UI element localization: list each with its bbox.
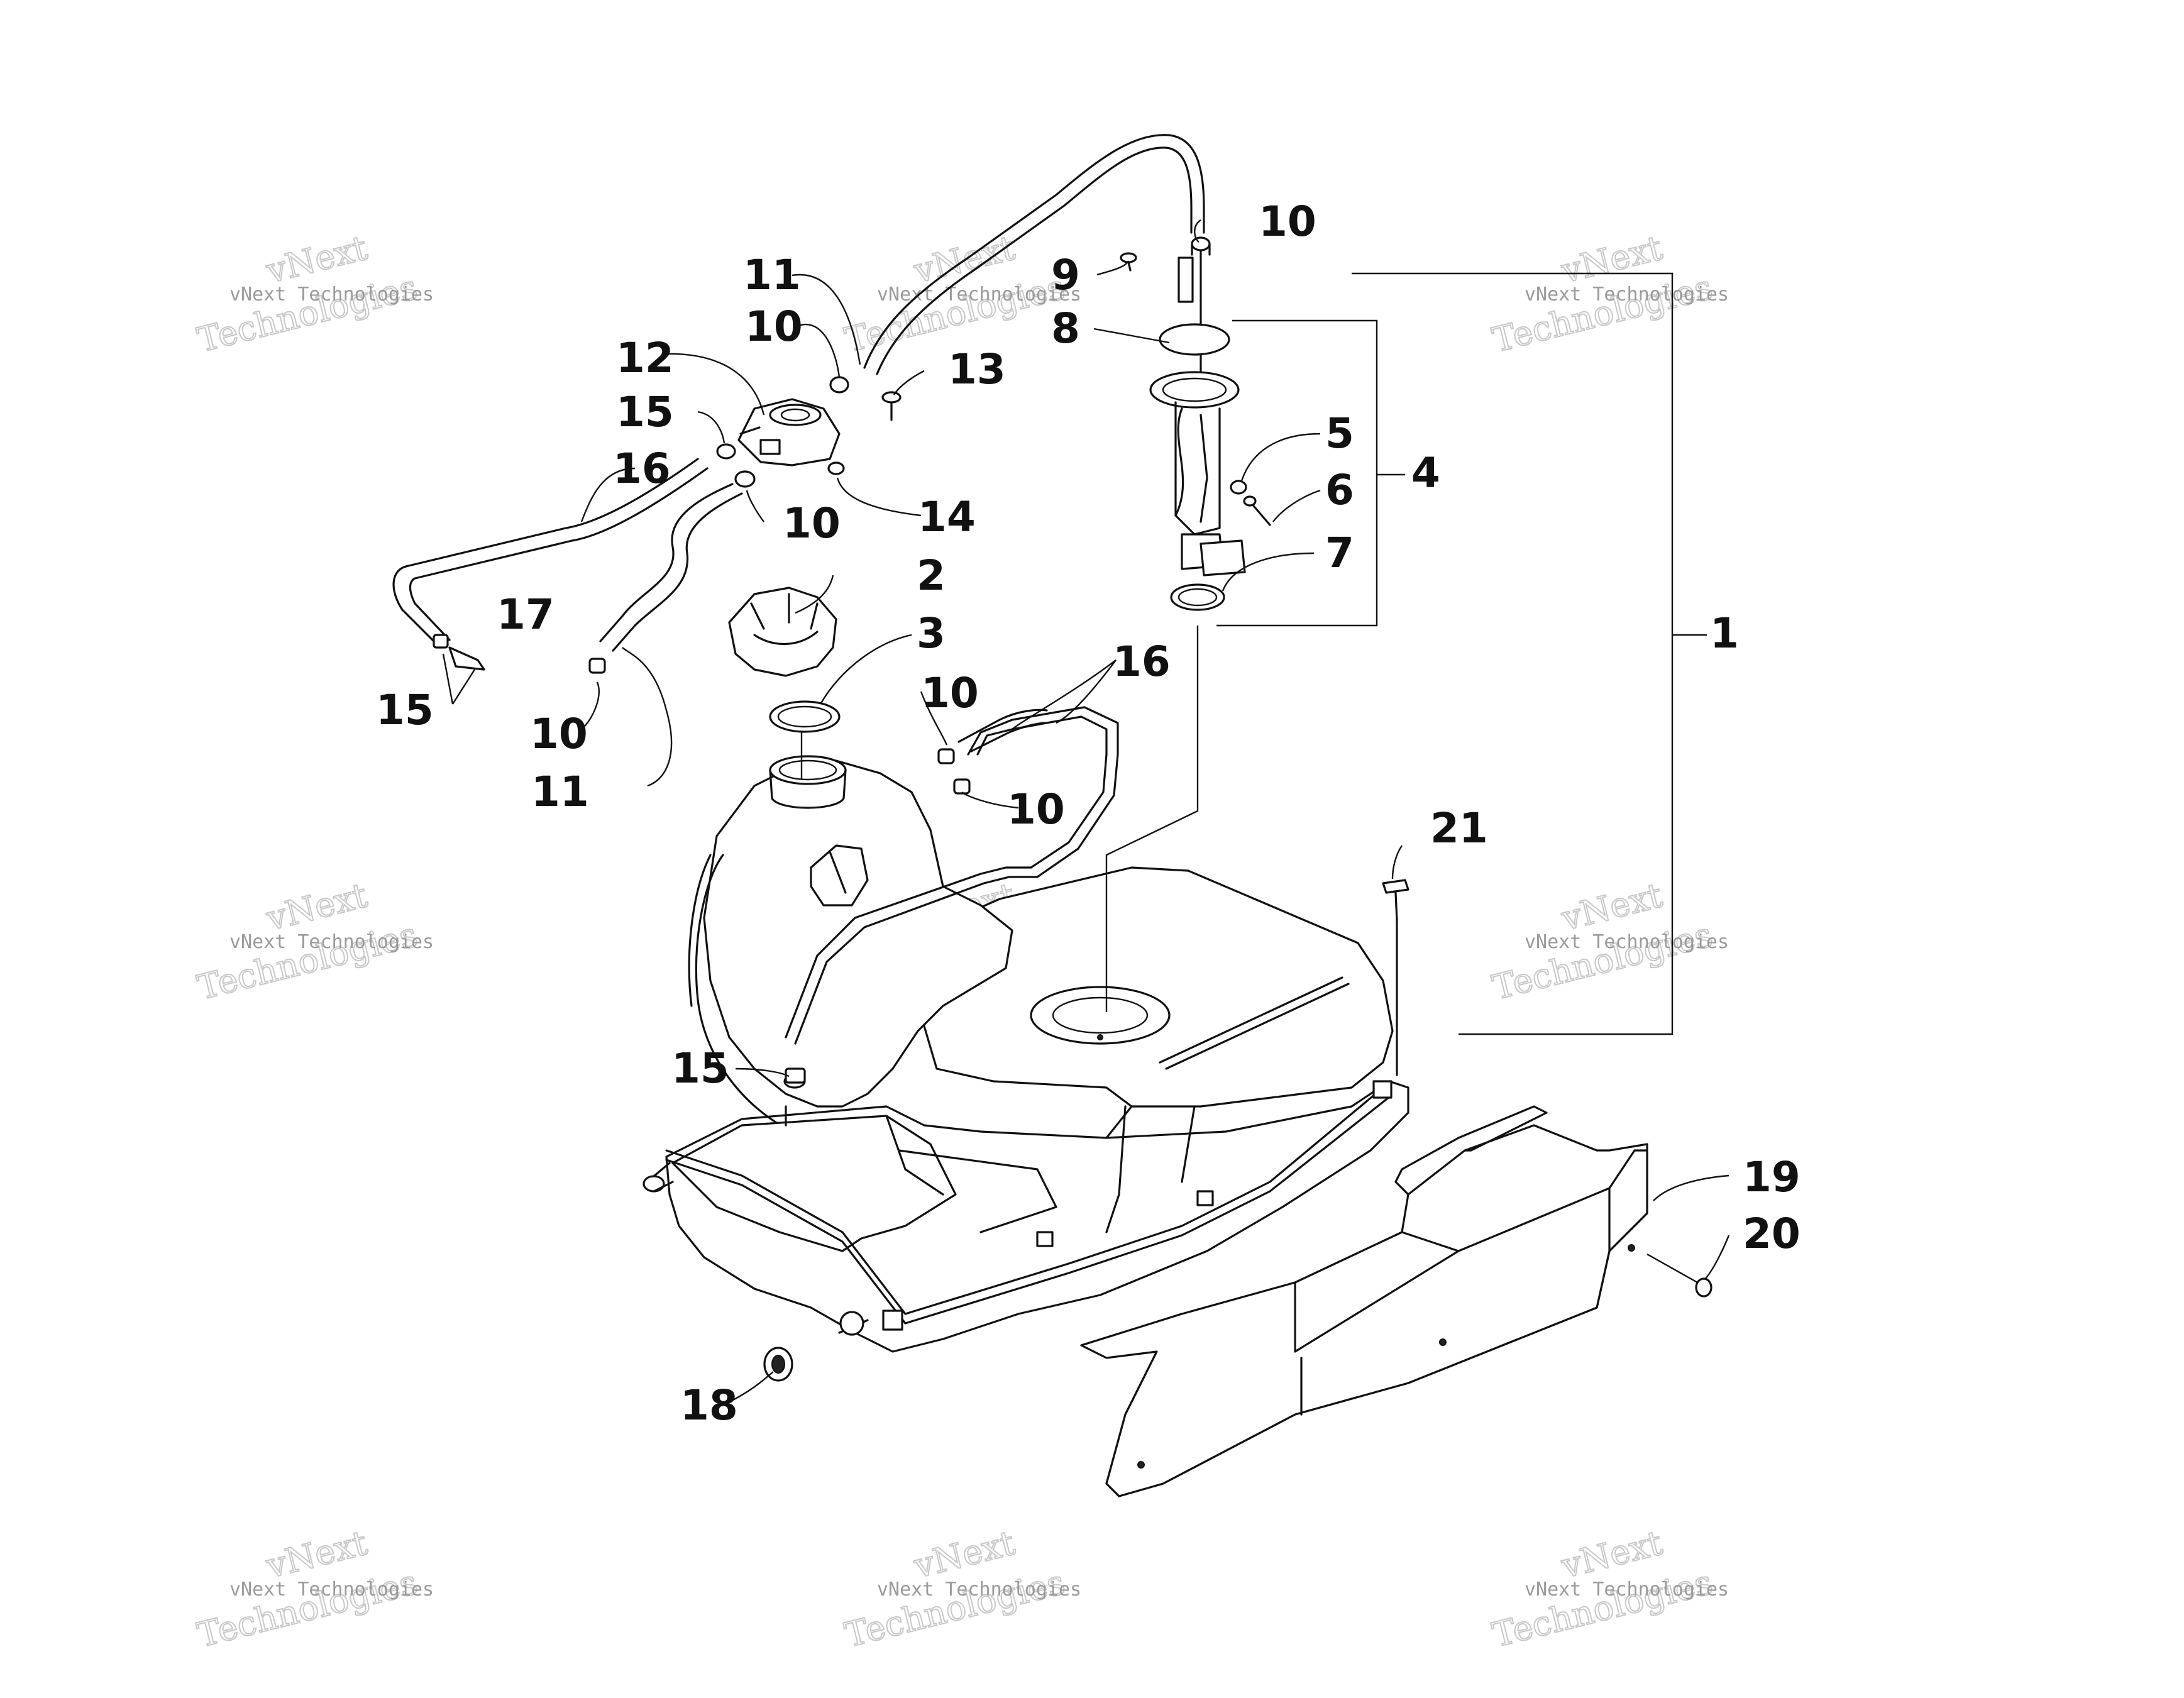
watermark: vNext Technologies vNext Technologies [841, 1522, 1081, 1655]
watermark: vNext Technologies vNext Technologies [193, 1522, 434, 1655]
fuel-tank [643, 706, 1409, 1353]
watermark: vNext Technologies vNext Technologies [193, 227, 434, 360]
callout-10-valve: 10 [745, 302, 803, 351]
callout-14: 14 [918, 493, 976, 541]
callout-15-tank: 15 [671, 1044, 729, 1093]
nut-5 [1230, 480, 1247, 495]
callout-18: 18 [680, 1381, 738, 1430]
watermark: vNext Technologies vNext Technologies [1488, 874, 1729, 1008]
callout-17: 17 [497, 590, 554, 639]
callout-labels: 1 2 3 4 5 6 7 8 9 10 10 10 10 10 10 11 1… [376, 197, 1801, 1430]
callout-19: 19 [1743, 1153, 1801, 1201]
callout-16-right: 16 [1113, 637, 1171, 686]
callout-2: 2 [917, 551, 946, 600]
vent-hose-upper [863, 134, 1205, 375]
clamp-10-top [1191, 236, 1211, 256]
callout-13: 13 [948, 345, 1006, 394]
callout-10-top: 10 [1259, 197, 1316, 246]
hose-16-left [392, 458, 709, 649]
svg-text:vNext Technologies: vNext Technologies [877, 1579, 1081, 1601]
callout-7: 7 [1325, 529, 1354, 577]
callout-10-right-a: 10 [921, 669, 979, 717]
fitting-17 [433, 634, 485, 671]
callout-4: 4 [1411, 449, 1440, 497]
svg-text:vNext Technologies: vNext Technologies [1525, 931, 1729, 953]
callout-6: 6 [1325, 466, 1354, 514]
fuel-cap [728, 587, 837, 677]
svg-text:vNext Technologies: vNext Technologies [1525, 1579, 1729, 1601]
svg-text:vNext Technologies: vNext Technologies [1525, 284, 1729, 306]
svg-text:vNext Technologies: vNext Technologies [229, 284, 434, 306]
hose-11-left [599, 483, 743, 652]
callout-12: 12 [616, 334, 674, 382]
bolt-6 [1243, 495, 1271, 526]
callout-9: 9 [1051, 251, 1080, 299]
callout-8: 8 [1051, 304, 1080, 353]
hose-16-right [957, 708, 1048, 753]
callout-3: 3 [917, 609, 946, 658]
callout-10-mid: 10 [783, 499, 841, 548]
watermark: vNext Technologies vNext Technologies [841, 227, 1081, 360]
clamp-10-c [588, 658, 606, 674]
callout-21: 21 [1430, 804, 1488, 852]
clamp-10-e [953, 778, 971, 795]
bolt-21 [1382, 879, 1409, 1076]
screw-13 [881, 391, 902, 421]
clamp-15-a [716, 443, 736, 460]
cap-gasket [769, 700, 841, 733]
clamp-10-d [937, 748, 955, 764]
nut-14 [827, 461, 845, 475]
leader-lines [442, 219, 1730, 1403]
clamp-10-b [734, 470, 756, 488]
svg-text:vNext Technologies: vNext Technologies [229, 931, 434, 953]
watermark: vNext Technologies vNext Technologies [1488, 227, 1729, 360]
svg-text:vNext Technologies: vNext Technologies [229, 1579, 434, 1601]
watermark: vNext Technologies vNext Technologies [1488, 1522, 1729, 1655]
callout-15-top: 15 [616, 388, 674, 436]
callout-1: 1 [1710, 609, 1739, 658]
callout-11-left: 11 [531, 768, 589, 816]
vent-valve [737, 398, 841, 466]
callout-15-left: 15 [376, 686, 434, 734]
callout-10-left: 10 [530, 710, 588, 758]
callout-20: 20 [1743, 1210, 1801, 1258]
watermark: vNext Technologies vNext Technologies [193, 874, 434, 1008]
callout-11-top: 11 [743, 251, 801, 299]
clip-20 [1695, 1277, 1712, 1298]
fuel-pump-assembly [1149, 250, 1246, 576]
callout-10-right-b: 10 [1007, 785, 1065, 834]
callout-5: 5 [1325, 409, 1354, 458]
pump-gasket-7 [1170, 583, 1225, 611]
clamp-10-a [829, 376, 849, 394]
heat-shield [1080, 1105, 1648, 1497]
callout-16-left: 16 [613, 444, 671, 493]
